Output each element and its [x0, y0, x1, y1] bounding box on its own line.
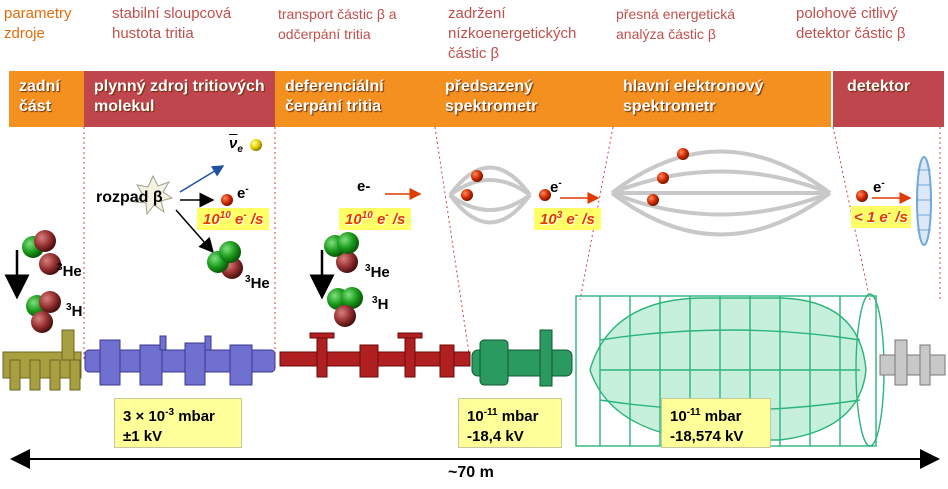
arrow-to-neutrino	[179, 165, 225, 193]
label-stable-column-density: stabilní sloupcová hustota tritia	[112, 5, 232, 42]
detector-hardware	[879, 339, 946, 386]
helium-label-pump: 3He	[365, 263, 390, 281]
pre-spectrometer-field-lines	[448, 165, 532, 225]
electron-pre-1	[471, 170, 483, 182]
pre-spectrometer-hardware	[471, 329, 573, 387]
section-rear: zadní část	[9, 71, 84, 127]
tritium-molecule-pump	[327, 287, 363, 327]
label-retention-low-energy: zadržení nízkoenergetických částic β	[448, 5, 577, 62]
tritium-molecule-left	[22, 230, 61, 275]
electron-main-1	[677, 148, 689, 160]
section-dividers	[83, 126, 941, 361]
main-spectrometer-hardware	[575, 293, 885, 447]
decay-burst-icon	[133, 174, 174, 216]
pumping-section-hardware	[279, 332, 471, 378]
label-precise-energy-analysis: přesná energetická analýza částic β	[616, 6, 736, 42]
electron-decay	[221, 194, 233, 206]
electron-label-pump: e-	[357, 178, 371, 195]
pre-spectrometer-parameters-box: 10-11 mbar -18,4 kV	[458, 398, 562, 448]
source-parameters-box: 3 × 10-3 mbar ±1 kV	[114, 398, 242, 448]
label-transport-pumping: transport částic β a odčerpání tritia	[278, 6, 397, 42]
beamline-length-label: ~70 m	[448, 464, 494, 481]
rate-pre-spectrometer: 103 e- /s	[534, 208, 601, 230]
helium-label-decay: 3He	[245, 274, 270, 292]
electron-label-decay: e-	[237, 184, 249, 202]
electron-main-2	[657, 172, 669, 184]
section-main-spectrometer: hlavní elektronový spektrometr	[613, 71, 831, 127]
tritium-molecule-left-2	[26, 291, 61, 333]
arrow-to-helium	[175, 209, 214, 254]
rate-detector: < 1 e- /s	[851, 206, 911, 228]
section-detector: detektor	[833, 71, 944, 127]
neutrino-particle	[250, 139, 262, 151]
helium-molecule-decay	[207, 241, 243, 279]
decay-label: rozpad β	[96, 189, 163, 206]
source-section-hardware	[84, 335, 276, 386]
electron-pre-2	[461, 189, 473, 201]
section-differential-pumping: deferenciální čerpání tritia	[275, 71, 435, 127]
main-spectrometer-parameters-box: 10-11 mbar -18,574 kV	[661, 398, 771, 448]
electron-detector	[856, 190, 868, 202]
detector-wafer	[916, 156, 932, 246]
section-pre-spectrometer: předsazený spektrometr	[435, 71, 613, 127]
section-gas-source: plynný zdroj tritiových molekul	[84, 71, 275, 127]
rate-source: 1010 e- /s	[197, 208, 270, 230]
main-spectrometer-field-lines	[610, 149, 832, 237]
electron-label-det: e-	[873, 178, 885, 196]
rate-pumping: 1010 e- /s	[339, 208, 412, 230]
electron-pre-3	[539, 189, 551, 201]
label-source-parameters: parametry zdroje	[4, 5, 72, 42]
tritium-label-pump: 3H	[372, 295, 389, 313]
neutrino-label: νe	[229, 135, 243, 155]
tritium-label-left: 3H	[66, 302, 83, 320]
electron-label-pre: e-	[550, 178, 562, 196]
helium-molecule-pump	[324, 232, 359, 273]
label-position-sensitive-detector: polohově citlivý detektor částic β	[796, 5, 906, 42]
helium-label-left: 3He	[57, 262, 82, 280]
electron-main-3	[647, 194, 659, 206]
rear-section-hardware	[2, 329, 82, 391]
